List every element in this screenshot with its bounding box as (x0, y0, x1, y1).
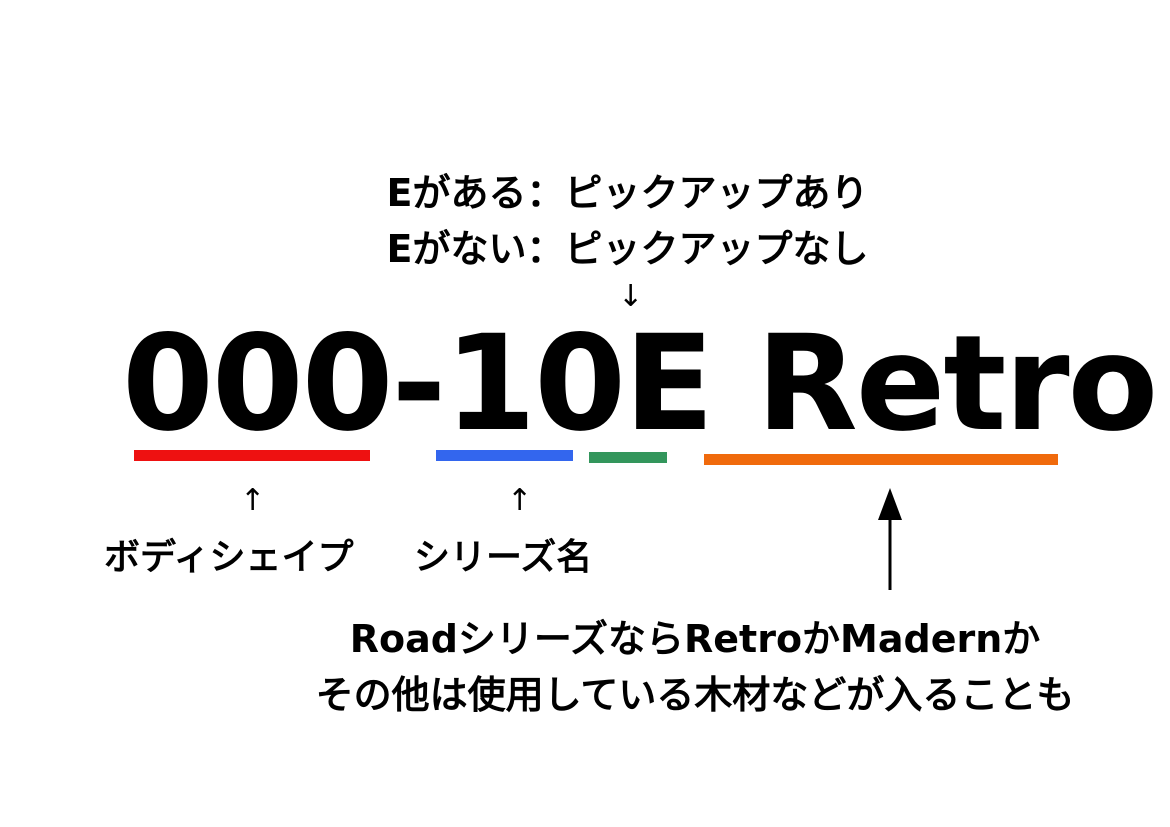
model-name: 000-10E Retro (122, 307, 1158, 461)
model-part-series: 10 (444, 307, 626, 461)
model-hyphen: - (391, 307, 447, 461)
pickup-note-line1: Eがある：ピックアップあり (386, 171, 869, 215)
variant-note-line2: その他は使用している木材などが入ることも (315, 673, 1075, 717)
model-part-variant: Retro (756, 307, 1158, 461)
label-series-name: シリーズ名 (414, 537, 593, 578)
series-up-arrow: ↑ (507, 483, 533, 518)
pickup-down-arrow: ↓ (618, 279, 644, 314)
underline-variant (704, 454, 1058, 465)
pickup-note-line2: Eがない：ピックアップなし (386, 227, 869, 271)
variant-up-arrow (878, 488, 902, 590)
label-body-shape: ボディシェイプ (104, 537, 354, 578)
model-part-pickup: E (624, 307, 714, 461)
underline-body (134, 450, 370, 461)
model-part-body: 000 (122, 307, 394, 461)
underline-pickup (589, 452, 667, 463)
body-up-arrow: ↑ (240, 483, 266, 518)
underline-series (436, 450, 573, 461)
variant-note-line1: RoadシリーズならRetroかMadernか (349, 617, 1041, 661)
